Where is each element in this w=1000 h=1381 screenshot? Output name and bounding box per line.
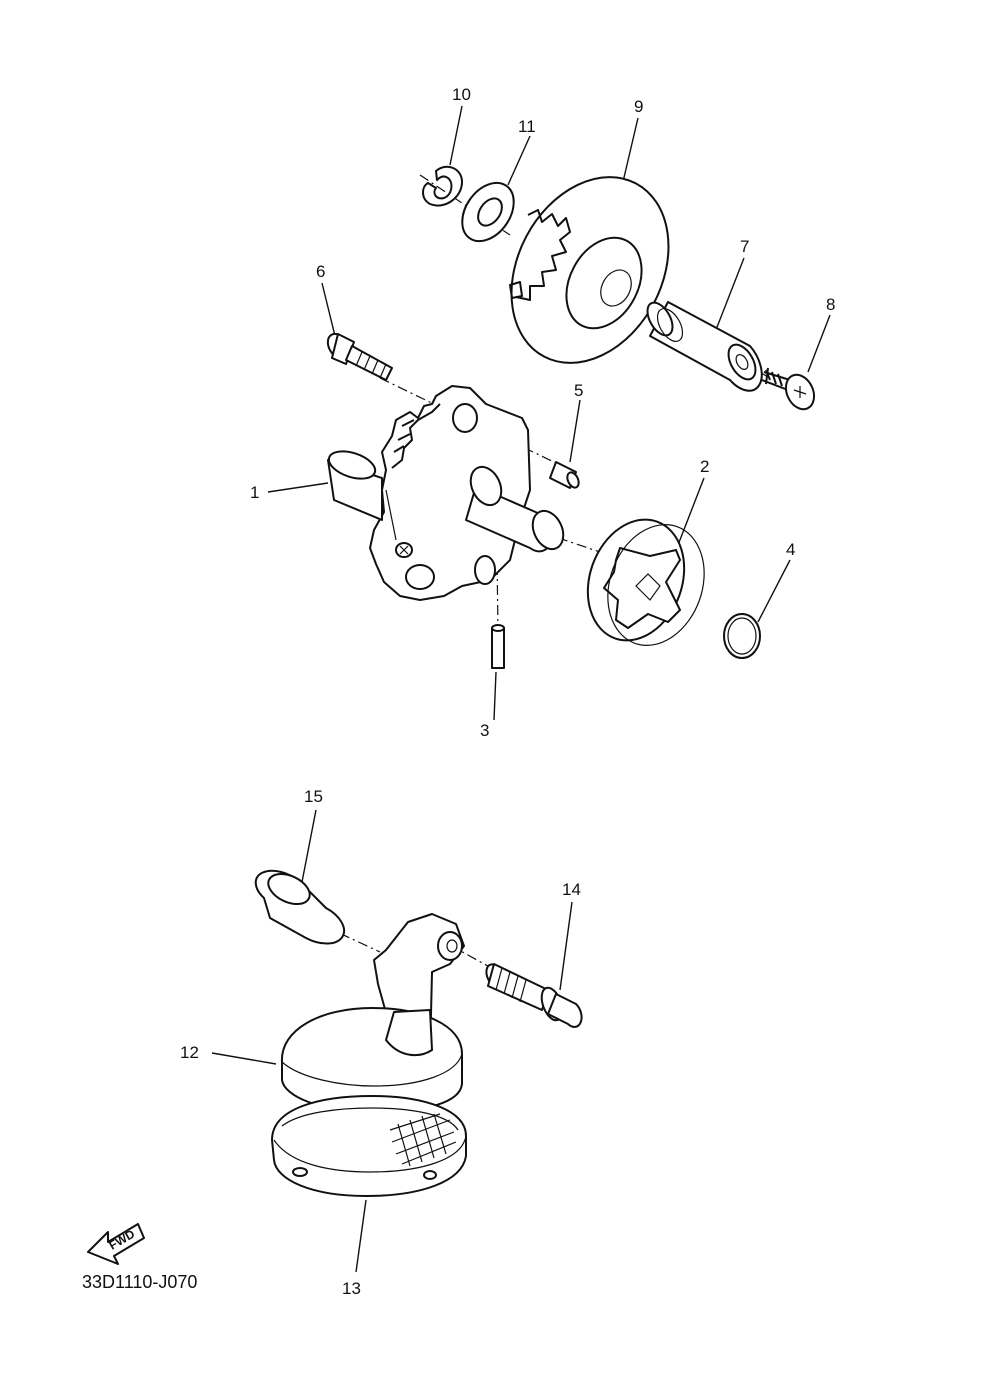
callout-8: 8 [826, 295, 835, 314]
callout-10: 10 [452, 85, 471, 104]
callout-2: 2 [700, 457, 709, 476]
callout-15: 15 [304, 787, 323, 806]
leader-lines [211, 105, 831, 1273]
shaft-part-7 [646, 301, 763, 392]
callout-11: 11 [518, 117, 536, 136]
circlip-part-10 [422, 165, 463, 207]
collar-part-15 [254, 869, 346, 945]
callout-14: 14 [562, 880, 581, 899]
callout-3: 3 [480, 721, 489, 740]
pump-housing-part-1 [327, 385, 565, 601]
gear-part-9 [509, 176, 670, 364]
circlip-part-4 [723, 613, 761, 659]
rotor-part-2 [586, 518, 705, 646]
callout-9: 9 [634, 97, 643, 116]
dowel-pin-part-3 [491, 624, 505, 669]
callout-6: 6 [316, 262, 325, 281]
callout-5: 5 [574, 381, 583, 400]
diagram-code: 33D1110-J070 [82, 1272, 197, 1292]
bolt-part-6 [326, 332, 393, 381]
washer-part-11 [461, 181, 515, 243]
callout-labels: 10 11 9 6 7 8 5 1 2 4 3 15 14 12 13 [180, 85, 835, 1298]
screw-part-8 [761, 367, 816, 411]
dowel-pin-part-5 [549, 461, 580, 489]
strainer-screen-part-13 [271, 1095, 467, 1197]
callout-1: 1 [250, 483, 259, 502]
oil-strainer-part-12 [280, 913, 465, 1113]
callout-12: 12 [180, 1043, 199, 1062]
flange-bolt-part-14 [485, 963, 583, 1028]
callout-4: 4 [786, 540, 795, 559]
callout-13: 13 [342, 1279, 361, 1298]
fwd-arrow-icon: FWD [87, 1223, 145, 1265]
callout-7: 7 [740, 237, 749, 256]
